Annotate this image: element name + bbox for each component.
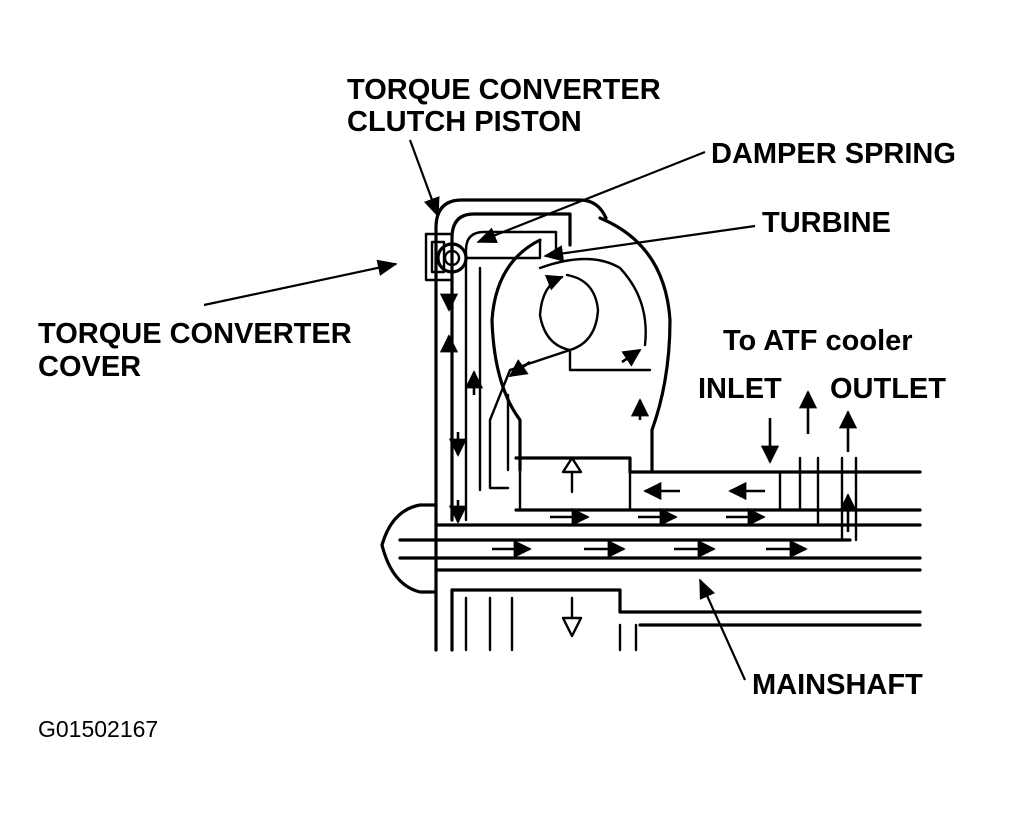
cover-label-line2: COVER [38, 351, 141, 383]
flow-arrows [439, 293, 858, 638]
cover-label-line1: TORQUE CONVERTER [38, 318, 352, 350]
outlet-label: OUTLET [830, 373, 946, 405]
turbine-label: TURBINE [762, 207, 891, 239]
clutch-piston-label-line1: TORQUE CONVERTER [347, 74, 661, 106]
clutch-piston-label-line2: CLUTCH PISTON [347, 106, 582, 138]
inlet-label: INLET [698, 373, 782, 405]
leader-lines [203, 139, 756, 681]
figure-id: G01502167 [38, 716, 158, 742]
converter-cover-outline [380, 198, 608, 652]
cooler-ports [778, 456, 858, 542]
damper-spring-label: DAMPER SPRING [711, 138, 956, 170]
turbine [488, 216, 672, 490]
mainshaft-label: MAINSHAFT [752, 669, 923, 701]
damper-spring [436, 238, 542, 274]
atf-cooler-label: To ATF cooler [723, 325, 913, 357]
